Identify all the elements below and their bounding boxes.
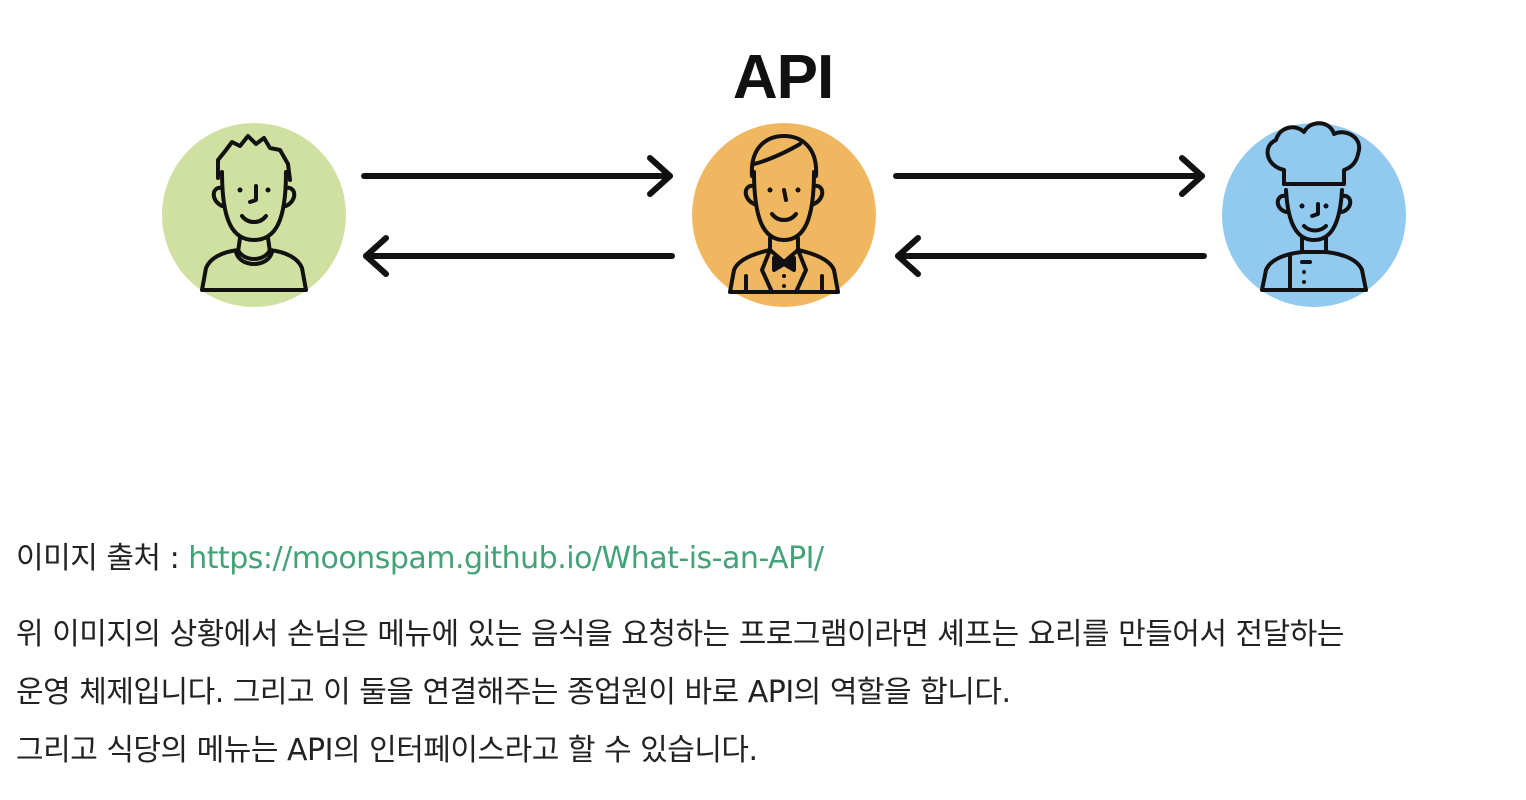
diagram-canvas xyxy=(162,121,1406,307)
edge-waiter-to-customer xyxy=(363,235,675,277)
content-text: 이미지 출처 : https://moonspam.github.io/What… xyxy=(16,530,1516,780)
customer-node xyxy=(162,123,346,307)
waiter-circle xyxy=(692,123,876,307)
paragraph-line: 위 이미지의 상황에서 손님은 메뉴에 있는 음식을 요청하는 프로그램이라면 … xyxy=(16,617,1344,652)
customer-circle xyxy=(162,123,346,307)
api-diagram: API xyxy=(0,0,1526,340)
waiter-icon xyxy=(728,134,840,294)
image-source-label: 이미지 출처 : xyxy=(16,541,189,576)
image-source-line: 이미지 출처 : https://moonspam.github.io/What… xyxy=(16,530,1516,588)
image-source-link[interactable]: https://moonspam.github.io/What-is-an-AP… xyxy=(188,541,824,576)
edge-chef-to-waiter xyxy=(895,235,1207,277)
waiter-node xyxy=(692,123,876,307)
paragraph-line: 그리고 식당의 메뉴는 API의 인터페이스라고 할 수 있습니다. xyxy=(16,733,758,768)
customer-icon xyxy=(200,134,308,292)
chef-icon xyxy=(1260,121,1368,292)
diagram-title: API xyxy=(732,43,834,112)
edge-customer-to-waiter xyxy=(361,155,673,197)
edge-waiter-to-chef xyxy=(893,155,1205,197)
explanation-paragraph: 위 이미지의 상황에서 손님은 메뉴에 있는 음식을 요청하는 프로그램이라면 … xyxy=(16,606,1516,780)
paragraph-line: 운영 체제입니다. 그리고 이 둘을 연결해주는 종업원이 바로 API의 역할… xyxy=(16,675,1011,710)
chef-node xyxy=(1222,121,1406,307)
